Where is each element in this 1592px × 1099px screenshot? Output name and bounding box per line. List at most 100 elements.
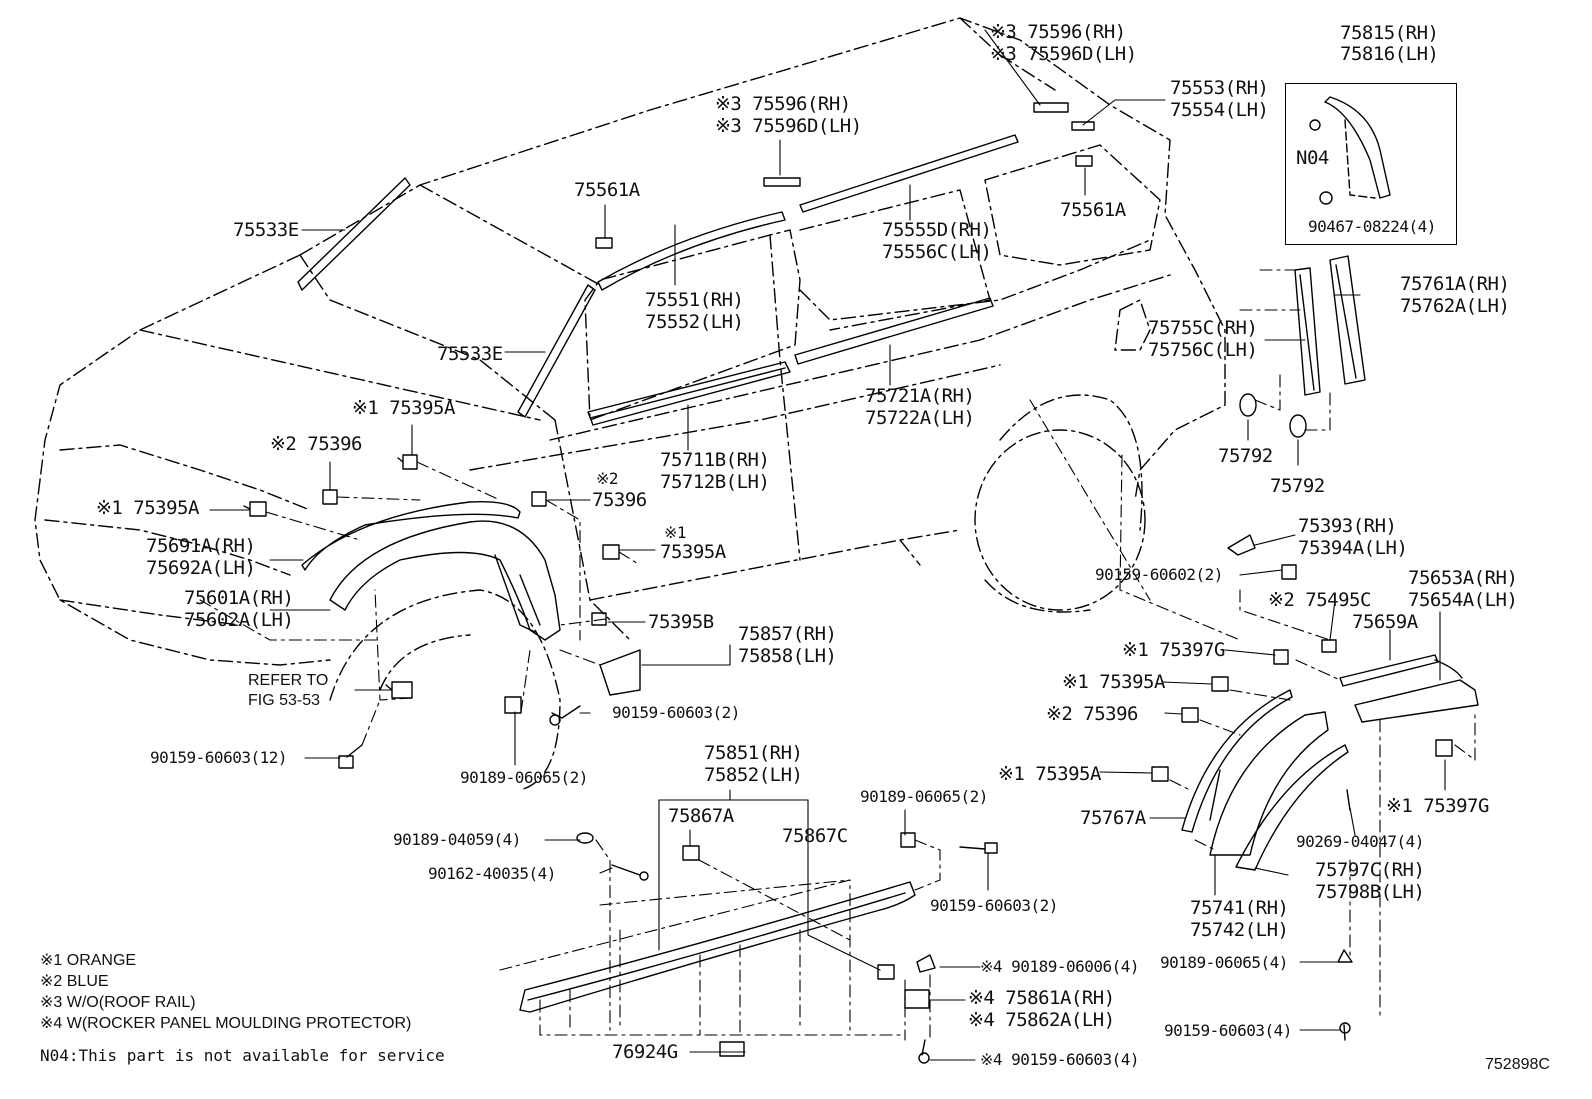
roof-drip-front-moulding [297, 177, 411, 291]
label-75851-rh: 75851(RH) [704, 742, 803, 764]
vehicle-outline [34, 17, 1226, 666]
rear-door-belt-moulding [794, 297, 994, 365]
label-75395a-5: ※1 75395A [998, 763, 1101, 785]
label-75721a-rh: 75721A(RH) [865, 385, 975, 407]
label-75554-lh: 75554(LH) [1170, 99, 1269, 121]
label-75395a-3-mark: ※1 [664, 523, 687, 542]
legend-1: ※1 ORANGE [40, 952, 137, 969]
label-75858-lh: 75858(LH) [738, 645, 837, 667]
inset-box [1285, 83, 1457, 245]
wheels [329, 394, 1146, 791]
label-75561a-left: 75561A [574, 179, 640, 201]
clip-75561a [595, 155, 1093, 249]
label-90189-04059: 90189-04059(4) [393, 830, 521, 849]
label-75533e-top: 75533E [233, 219, 299, 241]
refer-to-text: REFER TO [248, 672, 329, 689]
label-90159-60603-4a: 90159-60603(4) [1164, 1021, 1292, 1040]
construction-lines [199, 269, 1476, 1041]
label-75395a-4: ※1 75395A [1062, 671, 1165, 693]
roof-drip-side-moulding-rear [799, 134, 1019, 213]
mudguard-75857 [599, 649, 641, 696]
label-75761a-rh: 75761A(RH) [1400, 273, 1510, 295]
inset-moulding [1309, 96, 1391, 205]
label-75561a-right: 75561A [1060, 199, 1126, 221]
label-75396-2: 75396 [592, 489, 647, 511]
label-75395a-1: ※1 75395A [352, 397, 455, 419]
label-75393-rh: 75393(RH) [1298, 515, 1397, 537]
label-75815-rh: 75815(RH) [1340, 22, 1439, 44]
label-75553-rh: 75553(RH) [1170, 77, 1269, 99]
label-75596d-lh-mid: ※3 75596D(LH) [715, 115, 862, 137]
label-75861a-rh: ※4 75861A(RH) [968, 987, 1115, 1009]
label-90159-60602: 90159-60602(2) [1095, 565, 1223, 584]
label-75722a-lh: 75722A(LH) [865, 407, 975, 429]
label-90189-06065-4: 90189-06065(4) [1160, 953, 1288, 972]
label-76924g: 76924G [612, 1041, 678, 1063]
rear-bumper-moulding-75653a [1339, 654, 1479, 723]
label-75756c-lh: 75756C(LH) [1148, 339, 1258, 361]
figure-code: 752898C [1485, 1056, 1550, 1073]
label-75862a-lh: ※4 75862A(LH) [968, 1009, 1115, 1031]
label-75767a: 75767A [1080, 807, 1146, 829]
label-90189-06065-2b: 90189-06065(2) [860, 787, 988, 806]
label-n04: N04 [1296, 147, 1329, 169]
legend-2: ※2 BLUE [40, 973, 109, 990]
label-75396-1: ※2 75396 [270, 433, 363, 455]
label-75495c: ※2 75495C [1268, 589, 1371, 611]
label-75551-rh: 75551(RH) [645, 289, 744, 311]
label-90159-60603-12: 90159-60603(12) [150, 748, 288, 767]
label-75692a-lh: 75692A(LH) [146, 557, 256, 579]
label-75602a-lh: 75602A(LH) [184, 609, 294, 631]
rocker-panel-moulding [519, 881, 916, 1013]
label-75395a-2: ※1 75395A [96, 497, 199, 519]
label-75659a: 75659A [1352, 611, 1418, 633]
label-75555d-rh: 75555D(RH) [882, 219, 992, 241]
front-fender-flare [329, 520, 561, 641]
roof-drip-side-moulding-front [597, 211, 786, 291]
label-75867a: 75867A [668, 805, 734, 827]
legend-4: ※4 W(ROCKER PANEL MOULDING PROTECTOR) [40, 1015, 412, 1032]
front-fender-moulding [301, 501, 521, 571]
label-75797c-rh: 75797C(RH) [1315, 859, 1425, 881]
label-75762a-lh: 75762A(LH) [1400, 295, 1510, 317]
rear-mudflap-75797c [1235, 744, 1349, 871]
label-75792-1: 75792 [1218, 445, 1273, 467]
label-90467-08224: 90467-08224(4) [1308, 217, 1436, 236]
label-75741-rh: 75741(RH) [1190, 897, 1289, 919]
label-75394a-lh: 75394A(LH) [1298, 537, 1408, 559]
rear-fender-moulding-75767a [1181, 689, 1293, 833]
label-75395a-3: 75395A [660, 541, 726, 563]
label-75852-lh: 75852(LH) [704, 764, 803, 786]
label-75654a-lh: 75654A(LH) [1408, 589, 1518, 611]
service-note: N04:This part is not available for servi… [40, 1046, 445, 1065]
label-75711b-rh: 75711B(RH) [660, 449, 770, 471]
label-90159-60603-2a: 90159-60603(2) [612, 703, 740, 722]
label-90189-06065-2a: 90189-06065(2) [460, 768, 588, 787]
legend-3: ※3 W/O(ROOF RAIL) [40, 994, 196, 1011]
label-90159-60603-2b: 90159-60603(2) [930, 896, 1058, 915]
refer-fig-text: FIG 53-53 [248, 692, 321, 709]
bracket-75393 [1227, 534, 1256, 556]
label-75867c: 75867C [782, 825, 848, 847]
label-75792-2: 75792 [1270, 475, 1325, 497]
leader-lines [209, 29, 1446, 1061]
label-75397g-2: ※1 75397G [1386, 795, 1489, 817]
label-75857-rh: 75857(RH) [738, 623, 837, 645]
label-75596-rh-mid: ※3 75596(RH) [715, 93, 851, 115]
label-75395b: 75395B [648, 611, 714, 633]
front-door-belt-moulding [587, 361, 791, 426]
label-75712b-lh: 75712B(LH) [660, 471, 770, 493]
label-75396-2-mark: ※2 [596, 469, 619, 488]
label-75397g-1: ※1 75397G [1122, 639, 1225, 661]
rear-pillar-garnish [1294, 255, 1366, 396]
label-75533e-mid: 75533E [437, 343, 503, 365]
label-75556c-lh: 75556C(LH) [882, 241, 992, 263]
label-90159-60603-4b: ※4 90159-60603(4) [980, 1050, 1140, 1069]
label-75552-lh: 75552(LH) [645, 311, 744, 333]
clip-75792 [1239, 393, 1307, 438]
label-90162-40035: 90162-40035(4) [428, 864, 556, 883]
label-75596d-lh-top: ※3 75596D(LH) [990, 43, 1137, 65]
label-75742-lh: 75742(LH) [1190, 919, 1289, 941]
label-75596-rh-top: ※3 75596(RH) [990, 21, 1126, 43]
label-75755c-rh: 75755C(RH) [1148, 317, 1258, 339]
